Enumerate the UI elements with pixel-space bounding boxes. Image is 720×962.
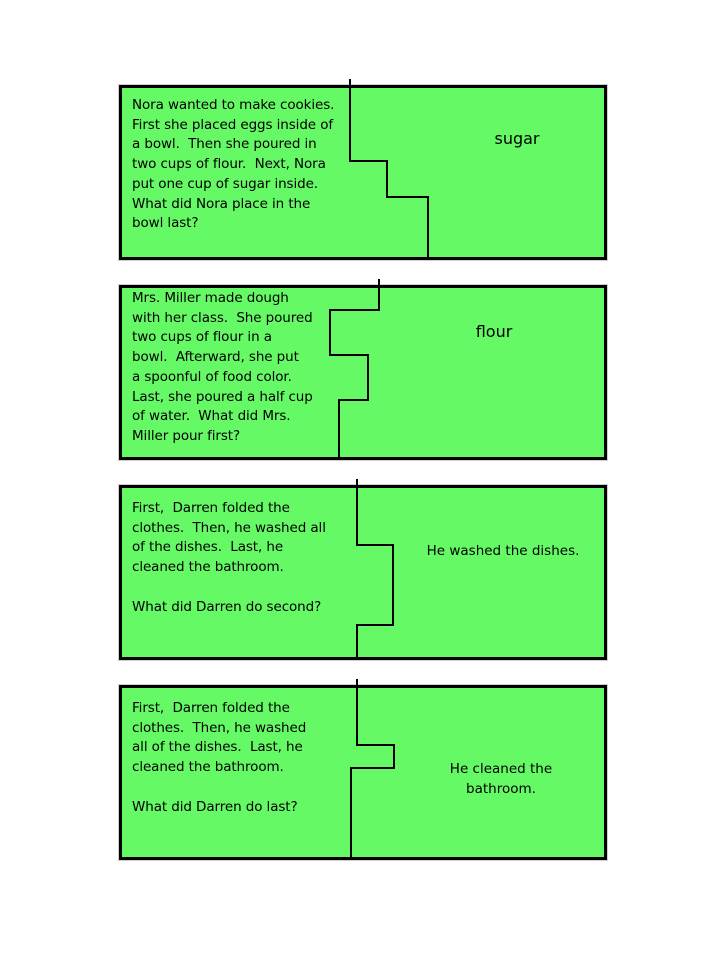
answer-text: sugar xyxy=(494,129,540,148)
answer-text: flour xyxy=(475,322,513,341)
puzzle-card-3: First, Darren folded the clothes. Then, … xyxy=(119,479,607,660)
puzzle-card-4: First, Darren folded the clothes. Then, … xyxy=(119,679,607,860)
question-text: First, Darren folded the clothes. Then, … xyxy=(132,700,307,815)
question-text: Nora wanted to make cookies. First she p… xyxy=(132,97,335,232)
answer-text: He washed the dishes. xyxy=(426,543,580,559)
cut-line-tick xyxy=(378,279,380,288)
cut-line-tick xyxy=(349,79,351,88)
cut-line-tick xyxy=(356,679,358,688)
answer-text: He cleaned the bathroom. xyxy=(449,761,553,797)
question-text: Mrs. Miller made dough with her class. S… xyxy=(132,290,313,444)
question-text: First, Darren folded the clothes. Then, … xyxy=(132,500,326,615)
puzzle-card-1: Nora wanted to make cookies. First she p… xyxy=(119,79,607,260)
cut-line-tick xyxy=(356,479,358,488)
puzzle-card-2: Mrs. Miller made dough with her class. S… xyxy=(119,279,607,460)
